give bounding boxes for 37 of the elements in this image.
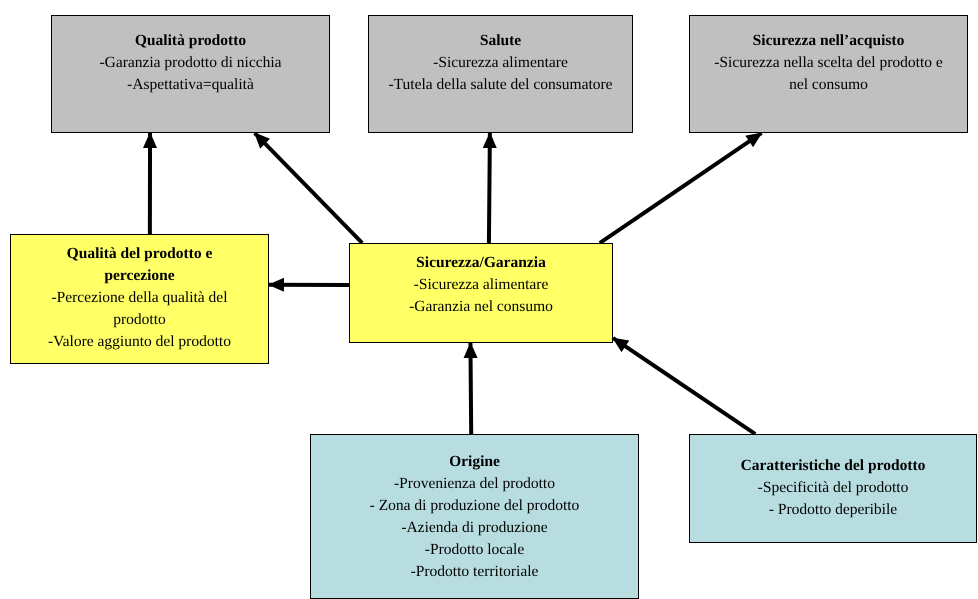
box-item: -Prodotto locale bbox=[424, 540, 524, 560]
concept-box bbox=[368, 15, 633, 133]
arrow bbox=[598, 131, 763, 245]
box-item: -Aspettativa=qualità bbox=[127, 75, 254, 95]
box-item: -Garanzia prodotto di nicchia bbox=[99, 53, 282, 73]
arrow bbox=[143, 132, 158, 234]
box-heading: Origine bbox=[449, 452, 500, 472]
arrow bbox=[612, 336, 756, 436]
box-item: -Specificità del prodotto bbox=[758, 478, 908, 498]
box-heading: Qualità prodotto bbox=[134, 31, 246, 51]
box-heading: Caratteristiche del prodotto bbox=[740, 456, 926, 476]
box-item: -Valore aggiunto del prodotto bbox=[48, 332, 231, 352]
arrow bbox=[482, 132, 497, 244]
concept-box bbox=[310, 434, 639, 599]
box-item: -Azienda di produzione bbox=[401, 518, 548, 538]
box-item: -Sicurezza alimentare bbox=[433, 53, 568, 73]
arrow bbox=[253, 132, 364, 244]
box-item: - Zona di produzione del prodotto bbox=[370, 496, 580, 516]
box-heading: Salute bbox=[480, 31, 522, 51]
concept-box bbox=[10, 234, 269, 364]
box-heading: Qualità del prodotto e percezione bbox=[66, 244, 214, 286]
concept-box bbox=[689, 434, 977, 543]
box-item: -Sicurezza nella scelta del prodotto e nel consumo bbox=[713, 53, 944, 95]
box-item: -Tutela della salute del consumatore bbox=[388, 75, 613, 95]
box-item: - Prodotto deperibile bbox=[768, 500, 898, 520]
box-item: -Prodotto territoriale bbox=[410, 562, 538, 582]
box-item: -Percezione della qualità del prodotto bbox=[50, 288, 228, 330]
concept-box bbox=[349, 243, 613, 343]
arrow bbox=[464, 342, 478, 434]
concept-box bbox=[689, 15, 968, 133]
box-heading: Sicurezza/Garanzia bbox=[416, 253, 546, 273]
box-heading: Sicurezza nell’acquisto bbox=[752, 31, 904, 51]
box-item: -Garanzia nel consumo bbox=[409, 297, 553, 317]
box-item: -Sicurezza alimentare bbox=[414, 275, 548, 295]
arrow bbox=[268, 278, 349, 292]
box-item: -Provenienza del prodotto bbox=[394, 474, 555, 494]
concept-box bbox=[51, 15, 330, 133]
